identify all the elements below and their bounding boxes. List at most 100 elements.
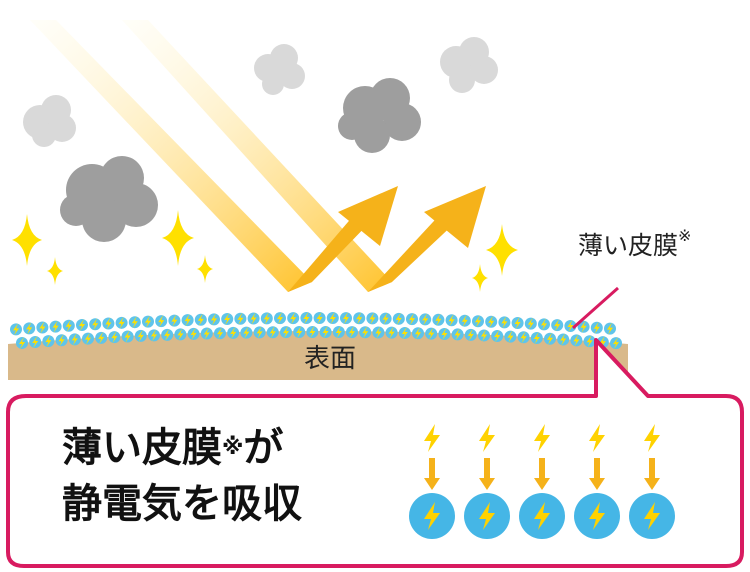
ion-ball-icon bbox=[380, 313, 392, 325]
ion-ball-icon bbox=[135, 330, 147, 342]
reflect-arrow-icon bbox=[288, 186, 486, 292]
ion-ball-icon bbox=[584, 335, 596, 347]
ion-ball-icon bbox=[610, 337, 622, 349]
ion-ball-icon bbox=[23, 322, 35, 334]
ion-ball-icon bbox=[478, 329, 490, 341]
ion-ball-icon bbox=[327, 312, 339, 324]
surface-label: 表面 bbox=[303, 344, 356, 374]
film-leader-line bbox=[572, 286, 619, 330]
ion-ball-icon bbox=[346, 326, 358, 338]
ion-ball-icon bbox=[372, 326, 384, 338]
ion-ball-icon bbox=[425, 328, 437, 340]
ion-ball-icon bbox=[16, 337, 28, 349]
ion-ball-icon bbox=[76, 319, 88, 331]
ion-ball-icon bbox=[240, 327, 252, 339]
ion-ball-icon bbox=[267, 326, 279, 338]
charge-absorb-icons bbox=[409, 424, 675, 539]
ion-ball-icon bbox=[538, 318, 550, 330]
ion-ball-icon bbox=[472, 315, 484, 327]
callout-line-1-text: 薄い皮膜 bbox=[62, 425, 222, 471]
ion-ball-icon bbox=[314, 312, 326, 324]
ion-ball-icon bbox=[399, 327, 411, 339]
ion-ball-icon bbox=[188, 328, 200, 340]
callout-line-1-tail: が bbox=[243, 425, 284, 471]
ion-ball-icon bbox=[465, 329, 477, 341]
ion-ball-icon bbox=[512, 317, 524, 329]
ion-ball-icon bbox=[446, 314, 458, 326]
ion-ball-icon bbox=[89, 318, 101, 330]
ion-ball-icon bbox=[504, 331, 516, 343]
ion-ball-icon bbox=[406, 313, 418, 325]
down-arrow-icon bbox=[479, 458, 495, 490]
ion-ball-icon bbox=[300, 312, 312, 324]
ion-ball-icon bbox=[195, 314, 207, 326]
ion-ball-icon bbox=[82, 333, 94, 345]
ion-ball-icon bbox=[491, 330, 503, 342]
ion-ball-icon bbox=[227, 327, 239, 339]
ion-ball-icon bbox=[525, 318, 537, 330]
ion-ball-icon bbox=[518, 331, 530, 343]
ion-ball-icon bbox=[531, 332, 543, 344]
callout-line-1-mark: ※ bbox=[222, 435, 244, 460]
dust-cloud-icon bbox=[23, 37, 498, 242]
callout-line-2: 静電気を吸収 bbox=[62, 481, 302, 527]
ion-ball-icon bbox=[366, 312, 378, 324]
ion-ball-icon bbox=[148, 329, 160, 341]
ion-ball-icon bbox=[102, 317, 114, 329]
ion-ball-icon bbox=[201, 328, 213, 340]
ion-ball-icon bbox=[208, 313, 220, 325]
ion-ball-icon bbox=[129, 316, 141, 328]
down-arrow-icon bbox=[644, 458, 660, 490]
ion-ball-icon bbox=[182, 314, 194, 326]
ion-ball-icon bbox=[56, 334, 68, 346]
down-arrow-icon bbox=[534, 458, 550, 490]
ion-ball-icon bbox=[168, 315, 180, 327]
ion-ball-icon bbox=[432, 314, 444, 326]
ion-ball-icon bbox=[280, 326, 292, 338]
film-label: 薄い皮膜※ bbox=[578, 226, 691, 262]
ion-ball-icon bbox=[274, 312, 286, 324]
ion-ball-icon bbox=[36, 321, 48, 333]
ion-ball-icon bbox=[353, 312, 365, 324]
ion-ball-icon bbox=[261, 312, 273, 324]
ion-ball-icon bbox=[485, 316, 497, 328]
ion-ball-icon bbox=[221, 313, 233, 325]
ion-ball-icon bbox=[393, 313, 405, 325]
ion-ball-icon bbox=[248, 313, 260, 325]
ion-ball-icon bbox=[122, 331, 134, 343]
ion-ball-icon bbox=[557, 334, 569, 346]
surface-body bbox=[8, 331, 628, 380]
ion-ball-icon bbox=[161, 329, 173, 341]
ion-ball-icon bbox=[591, 322, 603, 334]
ion-ball-icon bbox=[42, 335, 54, 347]
ion-ball-icon bbox=[570, 334, 582, 346]
ion-ball-icon bbox=[498, 316, 510, 328]
ion-ball-icon bbox=[50, 321, 62, 333]
ion-ball-icon bbox=[551, 319, 563, 331]
ion-ball-icon bbox=[29, 336, 41, 348]
ion-ball-icon bbox=[604, 323, 616, 335]
ion-ball-icon bbox=[340, 312, 352, 324]
ion-ball-icon bbox=[174, 328, 186, 340]
ion-ball-icon bbox=[293, 326, 305, 338]
down-arrow-icon bbox=[589, 458, 605, 490]
ion-ball-icon bbox=[333, 326, 345, 338]
ion-ball-icon bbox=[234, 313, 246, 325]
sparkle-icon bbox=[12, 210, 518, 292]
ion-ball-icon bbox=[214, 327, 226, 339]
ion-ball-icon bbox=[544, 333, 556, 345]
ion-ball-icon bbox=[108, 331, 120, 343]
ion-ball-icon bbox=[10, 323, 22, 335]
ion-ball-icon bbox=[287, 312, 299, 324]
sun-ray-icon bbox=[30, 20, 392, 292]
film-label-mark: ※ bbox=[678, 226, 692, 245]
film-label-text: 薄い皮膜 bbox=[578, 231, 679, 260]
ion-ball-icon bbox=[116, 317, 128, 329]
ion-ball-icon bbox=[386, 327, 398, 339]
ion-ball-icon bbox=[359, 326, 371, 338]
callout-text: 薄い皮膜※が 静電気を吸収 bbox=[62, 420, 302, 532]
ion-ball-icon bbox=[254, 326, 266, 338]
callout-line-1: 薄い皮膜※が bbox=[62, 420, 302, 476]
ion-ball-icon bbox=[69, 333, 81, 345]
